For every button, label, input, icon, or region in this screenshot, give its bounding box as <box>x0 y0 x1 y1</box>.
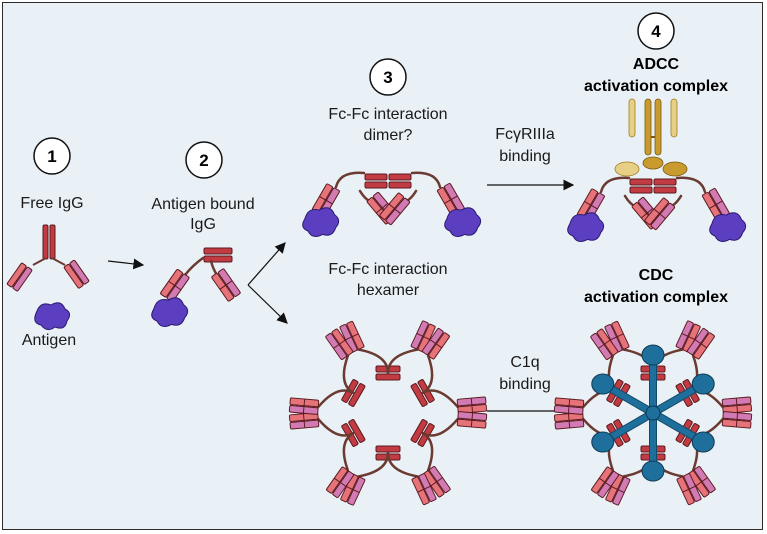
cdc-label-line1: CDC <box>639 267 674 284</box>
step-2-number: 2 <box>199 151 208 170</box>
hexamer-label-line2: hexamer <box>357 282 420 299</box>
step-3-number: 3 <box>383 68 392 87</box>
free-igg <box>6 224 90 292</box>
step-2-marker: 2 <box>185 141 223 179</box>
dimer-label-line1: Fc-Fc interaction <box>328 106 447 123</box>
free-antigen <box>34 302 71 331</box>
cdc-label-line2: activation complex <box>584 289 728 306</box>
step-1-number: 1 <box>47 147 56 166</box>
molecular-art <box>151 98 753 506</box>
c1q-binding-label-line2: binding <box>499 376 551 393</box>
adcc-label-line1: ADCC <box>633 56 680 73</box>
arrow-2-to-dimer <box>247 242 286 286</box>
fc-fc-dimer <box>302 171 482 238</box>
fcr-binding-label-line1: FcγRIIIa <box>495 126 555 143</box>
adcc-label-line2: activation complex <box>584 78 728 95</box>
dimer-label-line2: dimer? <box>364 127 413 144</box>
fc-fc-hexamer <box>288 320 488 506</box>
antigen-bound-igg <box>151 247 241 328</box>
hexamer-label-line1: Fc-Fc interaction <box>328 261 447 278</box>
c1q-complex <box>591 344 715 482</box>
antigen-bound-label-line2: IgG <box>190 216 216 233</box>
fcr-binding-label-line2: binding <box>499 148 551 165</box>
arrow-1-to-2 <box>107 258 145 270</box>
arrow-2-to-hexamer <box>247 284 288 324</box>
fcr-receptor <box>614 98 688 177</box>
step-4-number: 4 <box>651 22 661 41</box>
step-3-marker: 3 <box>369 58 407 96</box>
step-1-marker: 1 <box>33 137 71 175</box>
adcc-complex <box>567 98 747 243</box>
free-igg-label: Free IgG <box>20 195 83 212</box>
igg-activation-diagram: 1 2 3 4 Free IgG Antigen Antigen bound I… <box>6 12 753 506</box>
c1q-binding-label-line1: C1q <box>510 354 539 371</box>
antigen-label: Antigen <box>22 332 76 349</box>
step-4-marker: 4 <box>637 12 675 50</box>
cdc-complex <box>553 320 753 506</box>
antigen-bound-label-line1: Antigen bound <box>151 196 254 213</box>
